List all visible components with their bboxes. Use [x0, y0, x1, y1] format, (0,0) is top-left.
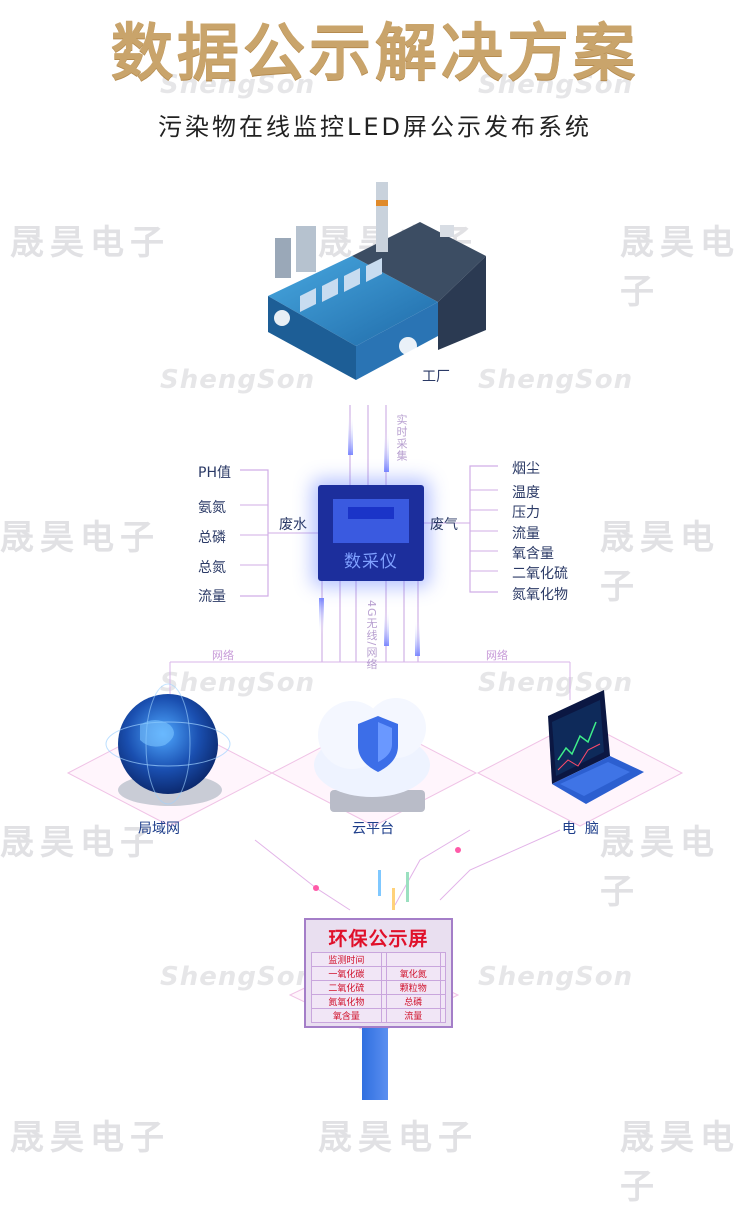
wastewater-item: 流量: [198, 589, 226, 605]
table-cell: 二氧化硫: [311, 980, 382, 995]
globe-icon: [105, 683, 231, 806]
cloud-shield-icon: [314, 698, 430, 812]
exhaust-item: 氮氧化物: [512, 587, 568, 603]
watermark-cn: 晟昊电子: [600, 823, 720, 912]
network-label-right: 网络: [486, 649, 508, 662]
laptop-icon: [548, 690, 644, 804]
led-display-sign: 环保公示屏 监测时间 一氧化碳 氧化氮 二氧化硫 颗粒物 氮氧化物 总磷 氧含量: [304, 918, 453, 1028]
exhaust-item: 流量: [512, 526, 540, 542]
table-row: 氮氧化物 总磷: [311, 994, 447, 1009]
table-cell: [439, 1008, 447, 1023]
watermark-en: ShengSon: [478, 365, 634, 395]
table-cell: 氮氧化物: [311, 994, 382, 1009]
table-cell: 总磷: [386, 994, 441, 1009]
watermark-cn: 晟昊电子: [10, 223, 170, 263]
table-cell: 颗粒物: [386, 980, 441, 995]
diagram-lines: [66, 182, 684, 1036]
table-cell: [439, 966, 447, 981]
wastewater-item: PH值: [198, 465, 231, 481]
device-screen: [333, 499, 409, 543]
node-label-cloud: 云平台: [352, 821, 394, 837]
wastewater-item: 总氮: [198, 560, 226, 576]
table-cell: [380, 1008, 388, 1023]
watermark-cn: 晟昊电子: [318, 1118, 478, 1158]
wastewater-group-label: 废水: [279, 517, 307, 533]
table-cell: 氧化氮: [386, 966, 441, 981]
led-sign-pole: [362, 1024, 388, 1100]
watermark-cn: 晟昊电子: [620, 223, 740, 312]
led-sign-table: 监测时间 一氧化碳 氧化氮 二氧化硫 颗粒物 氮氧化物 总磷 氧含量 流量: [311, 952, 447, 1023]
data-acquisition-device: 数采仪: [318, 485, 424, 581]
watermark-cn: 晟昊电子: [10, 1118, 170, 1158]
watermark-en: ShengSon: [478, 668, 634, 698]
watermark-en: ShengSon: [160, 70, 316, 100]
table-row: 监测时间: [311, 952, 447, 967]
exhaust-group-label: 废气: [430, 517, 458, 533]
table-cell: [439, 980, 447, 995]
exhaust-item: 烟尘: [512, 461, 540, 477]
watermark-cn: 晟昊电子: [600, 518, 720, 607]
node-label-lan: 局域网: [138, 821, 180, 837]
network-label-left: 网络: [212, 649, 234, 662]
watermark-en: ShengSon: [160, 365, 316, 395]
exhaust-item: 温度: [512, 485, 540, 501]
exhaust-item: 二氧化硫: [512, 566, 568, 582]
page-title: 数据公示解决方案: [110, 16, 639, 89]
watermark-en: ShengSon: [478, 70, 634, 100]
wastewater-item: 总磷: [198, 530, 226, 546]
factory-label: 工厂: [422, 369, 450, 385]
wireless-network-label: 4G无线/网络: [365, 600, 378, 671]
table-cell: [439, 952, 447, 967]
table-cell: [386, 952, 441, 967]
table-row: 二氧化硫 颗粒物: [311, 980, 447, 995]
device-label: 数采仪: [344, 552, 398, 572]
table-cell: 氧含量: [311, 1008, 382, 1023]
exhaust-item: 氧含量: [512, 546, 554, 562]
wastewater-item: 氨氮: [198, 500, 226, 516]
exhaust-item: 压力: [512, 505, 540, 521]
table-cell: 一氧化碳: [311, 966, 382, 981]
watermark-cn: 晟昊电子: [0, 518, 160, 558]
watermark-en: ShengSon: [160, 668, 316, 698]
table-row: 一氧化碳 氧化氮: [311, 966, 447, 981]
table-cell: 流量: [386, 1008, 441, 1023]
node-label-computer: 电 脑: [562, 821, 599, 837]
watermark-en: ShengSon: [478, 962, 634, 992]
table-cell: [439, 994, 447, 1009]
watermark-en: ShengSon: [160, 962, 316, 992]
led-sign-title: 环保公示屏: [328, 928, 429, 950]
table-row: 氧含量 流量: [311, 1008, 447, 1023]
device-screen-display: [348, 507, 394, 519]
page-subtitle: 污染物在线监控LED屏公示发布系统: [157, 113, 592, 141]
table-cell: 监测时间: [311, 952, 382, 967]
realtime-collect-label: 实时采集: [395, 414, 408, 462]
factory-icon: [268, 182, 486, 380]
watermark-cn: 晟昊电子: [0, 823, 160, 863]
